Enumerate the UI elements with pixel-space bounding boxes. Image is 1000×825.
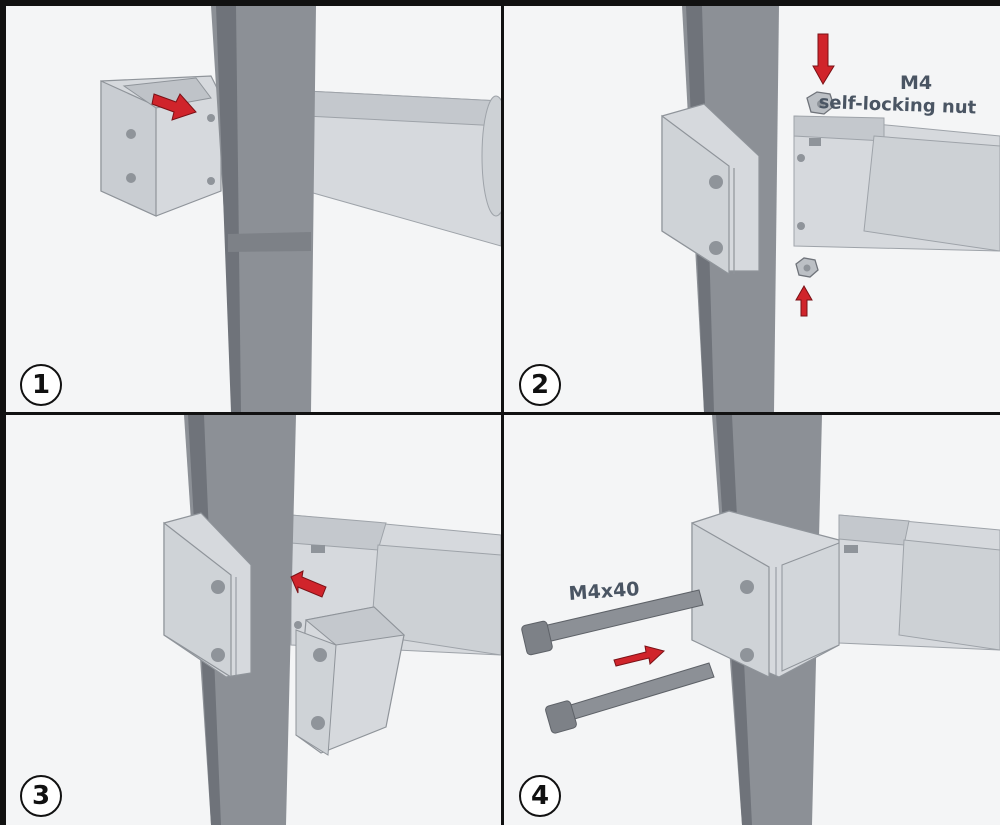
step-4-panel: M4x40 4 xyxy=(504,415,1000,825)
nut-size-label: M4 xyxy=(900,72,933,94)
step-number-badge: 1 xyxy=(20,364,62,406)
upper-bolt-icon xyxy=(521,589,704,656)
step-3-illustration xyxy=(163,415,501,825)
step-4-illustration xyxy=(521,415,1000,825)
up-arrow xyxy=(795,284,813,317)
slide-arrow xyxy=(290,570,327,598)
step-number-badge: 2 xyxy=(519,364,561,406)
step-3-panel: 3 xyxy=(6,415,501,825)
step-1-illustration xyxy=(100,6,501,412)
step-1-panel: 1 xyxy=(6,6,501,412)
insert-bolt-arrow xyxy=(613,645,666,667)
step-number-badge: 4 xyxy=(519,775,561,817)
step-number-badge: 3 xyxy=(20,775,62,817)
step-2-illustration xyxy=(661,6,1000,412)
bottom-nut-icon xyxy=(795,257,819,278)
insert-arrow xyxy=(151,93,197,121)
step-2-panel: M4 self-locking nut 2 xyxy=(504,6,1000,412)
lower-bolt-icon xyxy=(545,662,715,734)
down-arrow xyxy=(812,33,835,85)
top-nut-icon xyxy=(806,91,835,115)
